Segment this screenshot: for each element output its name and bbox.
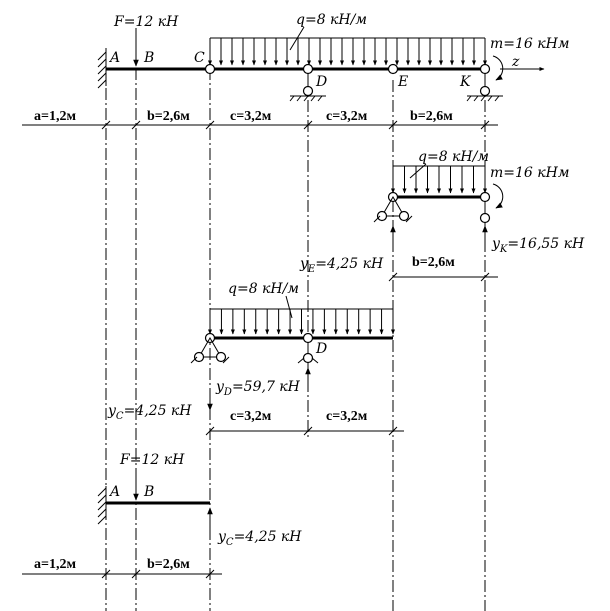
load-q-label: q=8 кН/м — [296, 12, 367, 28]
reaction-e-label: yE=4,25 кН — [299, 256, 384, 275]
dim-b1: b=2,6м — [147, 109, 190, 124]
point-k-label: K — [459, 74, 472, 90]
dim-a: a=1,2м — [34, 109, 76, 124]
dimension-line-main: a=1,2м b=2,6м c=3,2м c=3,2м b=2,6м — [22, 109, 498, 130]
beam-ac-point-b: B — [143, 484, 154, 500]
beam-ek-moment-arrow — [492, 183, 504, 209]
beam-ce: q=8 кН/м D yD=59,7 кН yC=4,25 кН — [107, 281, 404, 436]
moment-m-arrow — [492, 55, 504, 81]
roller-support-d — [289, 63, 326, 102]
beam-ce-dim-c2: c=3,2м — [326, 409, 368, 424]
point-c-label: C — [194, 50, 205, 66]
beam-ek-moment-label: m=16 кНм — [490, 165, 569, 181]
pin-support-e — [373, 191, 413, 223]
distributed-load-main — [208, 37, 487, 66]
beam-ek-dim-b: b=2,6м — [412, 255, 455, 270]
roller-support-d-2 — [297, 332, 319, 364]
distributed-load-ek — [391, 165, 487, 194]
point-d-label: D — [315, 74, 327, 90]
reaction-c-label-ce: yC=4,25 кН — [107, 403, 192, 422]
beam-ek-load-label: q=8 кН/м — [418, 149, 489, 165]
point-e-label: E — [397, 74, 408, 90]
reaction-c-label-ac: yC=4,25 кН — [217, 529, 302, 548]
main-scheme: F=12 кН A B C D E K q=8 кН/м m=16 кНм z — [97, 12, 569, 102]
force-f-label: F=12 кН — [113, 14, 179, 30]
dim-b2: b=2,6м — [410, 109, 453, 124]
beam-ac-force-label: F=12 кН — [119, 452, 185, 468]
beam-ce-load-label: q=8 кН/м — [228, 281, 299, 297]
fixed-support-a — [97, 50, 107, 89]
beam-ac-dim-a: a=1,2м — [34, 557, 76, 572]
beam-ce-dim-c1: c=3,2м — [230, 409, 272, 424]
pin-support-c — [190, 332, 230, 364]
z-axis-label: z — [511, 54, 520, 70]
hinge-k — [479, 63, 491, 75]
point-a-label: A — [108, 50, 120, 66]
roller-support-k — [466, 73, 503, 102]
beam-ac-point-a: A — [108, 484, 120, 500]
dim-c1: c=3,2м — [230, 109, 272, 124]
beam-ce-point-d: D — [315, 341, 327, 357]
reaction-d-label: yD=59,7 кН — [215, 379, 301, 398]
distributed-load-ce — [208, 308, 395, 335]
reaction-k-label: yK=16,55 кН — [491, 236, 585, 255]
beam-ac: F=12 кН A B yC=4,25 кН a=1,2м b=2,6м — [22, 452, 302, 579]
beam-ac-dim-b: b=2,6м — [147, 557, 190, 572]
roller-support-k-2 — [479, 191, 491, 224]
beam-ek: q=8 кН/м m=16 кНм yE=4,25 кН yK=16,55 кН… — [299, 149, 585, 282]
point-b-label: B — [143, 50, 154, 66]
fixed-support-a-2 — [97, 486, 107, 525]
hinge-e — [387, 63, 399, 75]
hinge-c — [204, 63, 216, 75]
dim-c2: c=3,2м — [326, 109, 368, 124]
construction-lines — [105, 48, 486, 611]
moment-m-label: m=16 кНм — [490, 36, 569, 52]
